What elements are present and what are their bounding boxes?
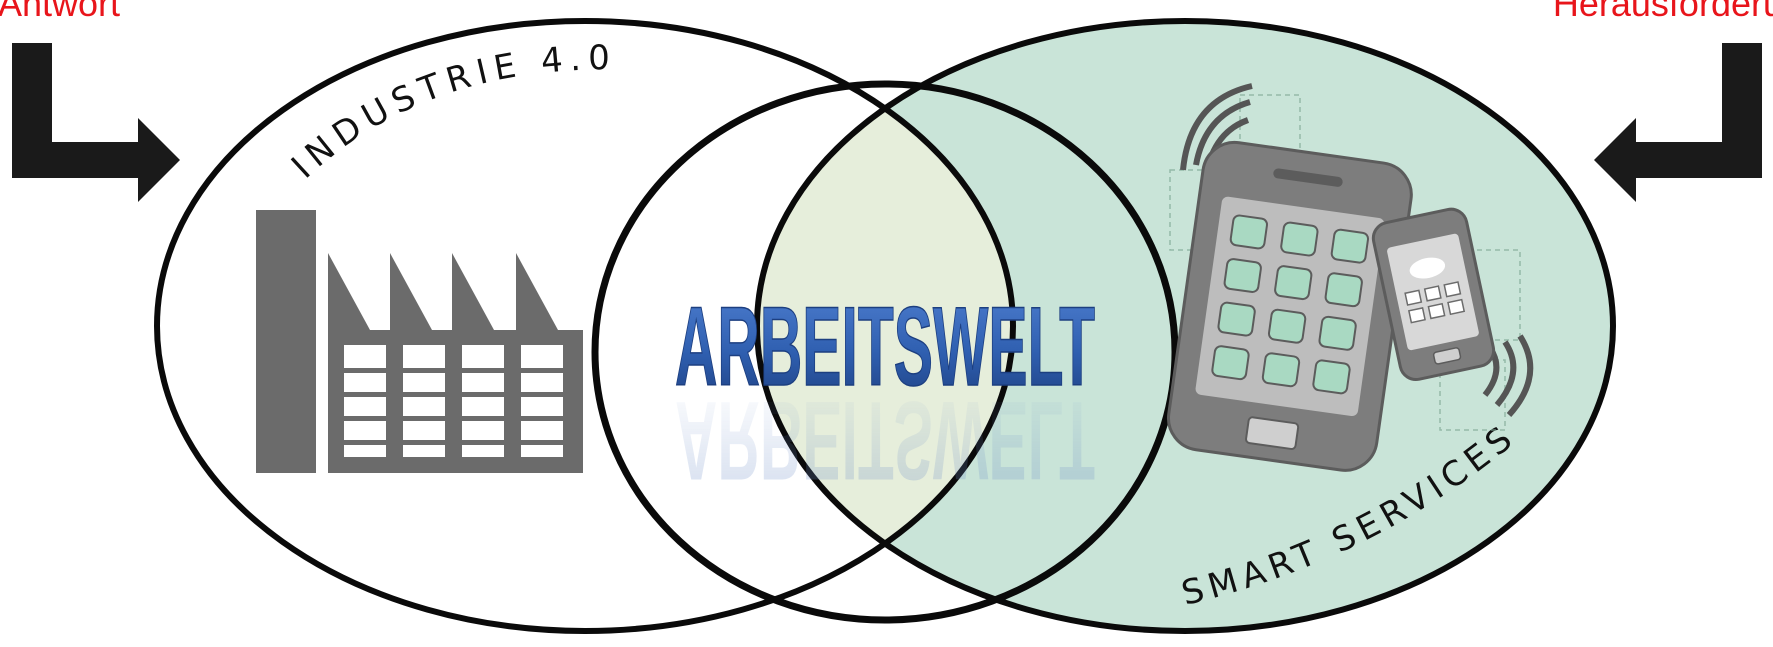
industrie-circle: [157, 21, 1013, 631]
factory-icon: [256, 210, 583, 473]
arbeitswelt-circle: [591, 80, 1179, 624]
arrow-down-right-icon: [12, 43, 180, 202]
challenge-label: Herausforderu: [1552, 0, 1773, 24]
tablet-icon: [1166, 140, 1413, 472]
arbeitswelt-title: ARBEITSWELT: [675, 284, 1095, 409]
arbeitswelt-reflection: ARBEITSWELT: [675, 378, 1095, 503]
answer-label: Antwort: [0, 0, 121, 24]
smartphone-icon: [1371, 207, 1496, 382]
arrow-down-left-icon: [1594, 43, 1762, 202]
